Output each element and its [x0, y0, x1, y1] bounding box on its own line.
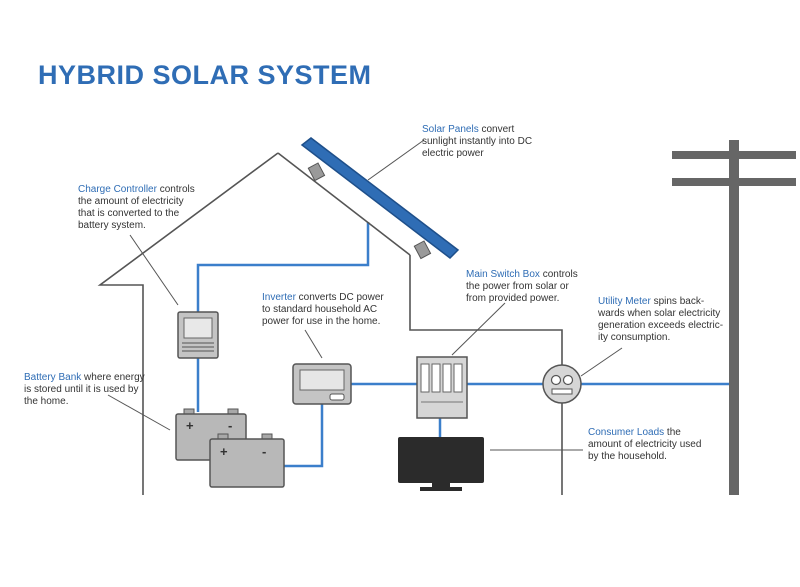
callout-text: convert: [478, 124, 515, 135]
leader-battery-bank: [107, 394, 171, 431]
leader-charge-controller: [129, 234, 179, 306]
solar-panel-assembly: [300, 137, 460, 260]
callout-name: Battery Bank: [24, 372, 82, 383]
callout-text: battery system.: [78, 220, 146, 231]
callout-text: electric power: [422, 148, 484, 159]
leader-utility-meter: [580, 347, 623, 377]
pole-shaft: [729, 140, 739, 495]
battery-negative-label: -: [262, 444, 266, 459]
utility-pole: [672, 140, 796, 495]
callout-text: sunlight instantly into DC: [422, 136, 533, 147]
house-left-wall: [97, 152, 279, 495]
callout-main-switch-box: Main Switch Box controls the power from …: [466, 269, 578, 305]
charge-controller-device: [177, 311, 219, 359]
battery-bank-device: + - + -: [175, 408, 285, 488]
battery-positive-label: +: [186, 418, 194, 433]
pole-crossbar-bottom: [672, 178, 796, 186]
callout-name: Utility Meter: [598, 296, 651, 307]
callout-name: Main Switch Box: [466, 269, 540, 280]
callout-text: from provided power.: [466, 293, 560, 304]
callout-text: amount of electricity used: [588, 439, 702, 450]
callout-text: power for use in the home.: [262, 316, 381, 327]
callout-text: the amount of electricity: [78, 196, 184, 207]
battery-to-inverter-wire: [284, 403, 324, 468]
battery-negative-label: -: [228, 418, 232, 433]
diagram-title: HYBRID SOLAR SYSTEM: [38, 60, 372, 90]
roof-inner-ridge: [277, 152, 411, 256]
solar-panel: [300, 137, 460, 259]
main-switch-box-device: [416, 356, 468, 419]
callout-text: ity consumption.: [598, 332, 671, 343]
callout-name: Solar Panels: [422, 124, 479, 135]
callout-text: the power from solar or: [466, 281, 569, 292]
pole-crossbar-top: [672, 151, 796, 159]
callout-text: controls: [156, 184, 195, 195]
leader-inverter: [304, 329, 323, 359]
house-outline: [97, 152, 563, 495]
callout-charge-controller: Charge Controller controls the amount of…: [78, 184, 195, 232]
callout-battery-bank: Battery Bank where energy is stored unti…: [24, 372, 145, 408]
panel-mount-upper: [307, 162, 326, 182]
callout-name: Charge Controller: [78, 184, 157, 195]
leader-lines: [107, 139, 623, 451]
callout-text: by the household.: [588, 451, 667, 462]
callout-name: Consumer Loads: [588, 427, 665, 438]
callout-text: the home.: [24, 396, 69, 407]
solar-to-controller-wire: [196, 222, 370, 312]
utility-meter-device: [542, 364, 582, 404]
callout-text: controls: [539, 269, 578, 280]
callout-solar-panels: Solar Panels convert sunlight instantly …: [422, 124, 532, 160]
callout-text: is stored until it is used by: [24, 384, 139, 395]
consumer-loads-tv: [398, 437, 484, 491]
callout-text: generation exceeds electric-: [598, 320, 724, 331]
callout-text: to standard household AC: [262, 304, 378, 315]
battery-positive-label: +: [220, 444, 228, 459]
callout-inverter: Inverter converts DC power to standard h…: [262, 292, 384, 328]
callout-name: Inverter: [262, 292, 296, 303]
callout-utility-meter: Utility Meter spins back- wards when sol…: [598, 296, 723, 344]
callout-text: the: [664, 427, 681, 438]
leader-main-switch-box: [451, 302, 506, 356]
callout-text: spins back-: [650, 296, 705, 307]
wiring: [196, 222, 730, 468]
battery-front: + -: [209, 433, 285, 488]
callout-text: converts DC power: [295, 292, 384, 303]
leader-solar-panels: [367, 139, 425, 181]
callout-text: where energy: [81, 372, 145, 383]
callout-text: wards when solar electricity: [598, 308, 721, 319]
inverter-device: [292, 363, 352, 405]
callout-text: that is converted to the: [78, 208, 180, 219]
panel-mount-lower: [413, 240, 432, 260]
callout-consumer-loads: Consumer Loads the amount of electricity…: [588, 427, 701, 463]
house-right-wall: [409, 255, 563, 495]
